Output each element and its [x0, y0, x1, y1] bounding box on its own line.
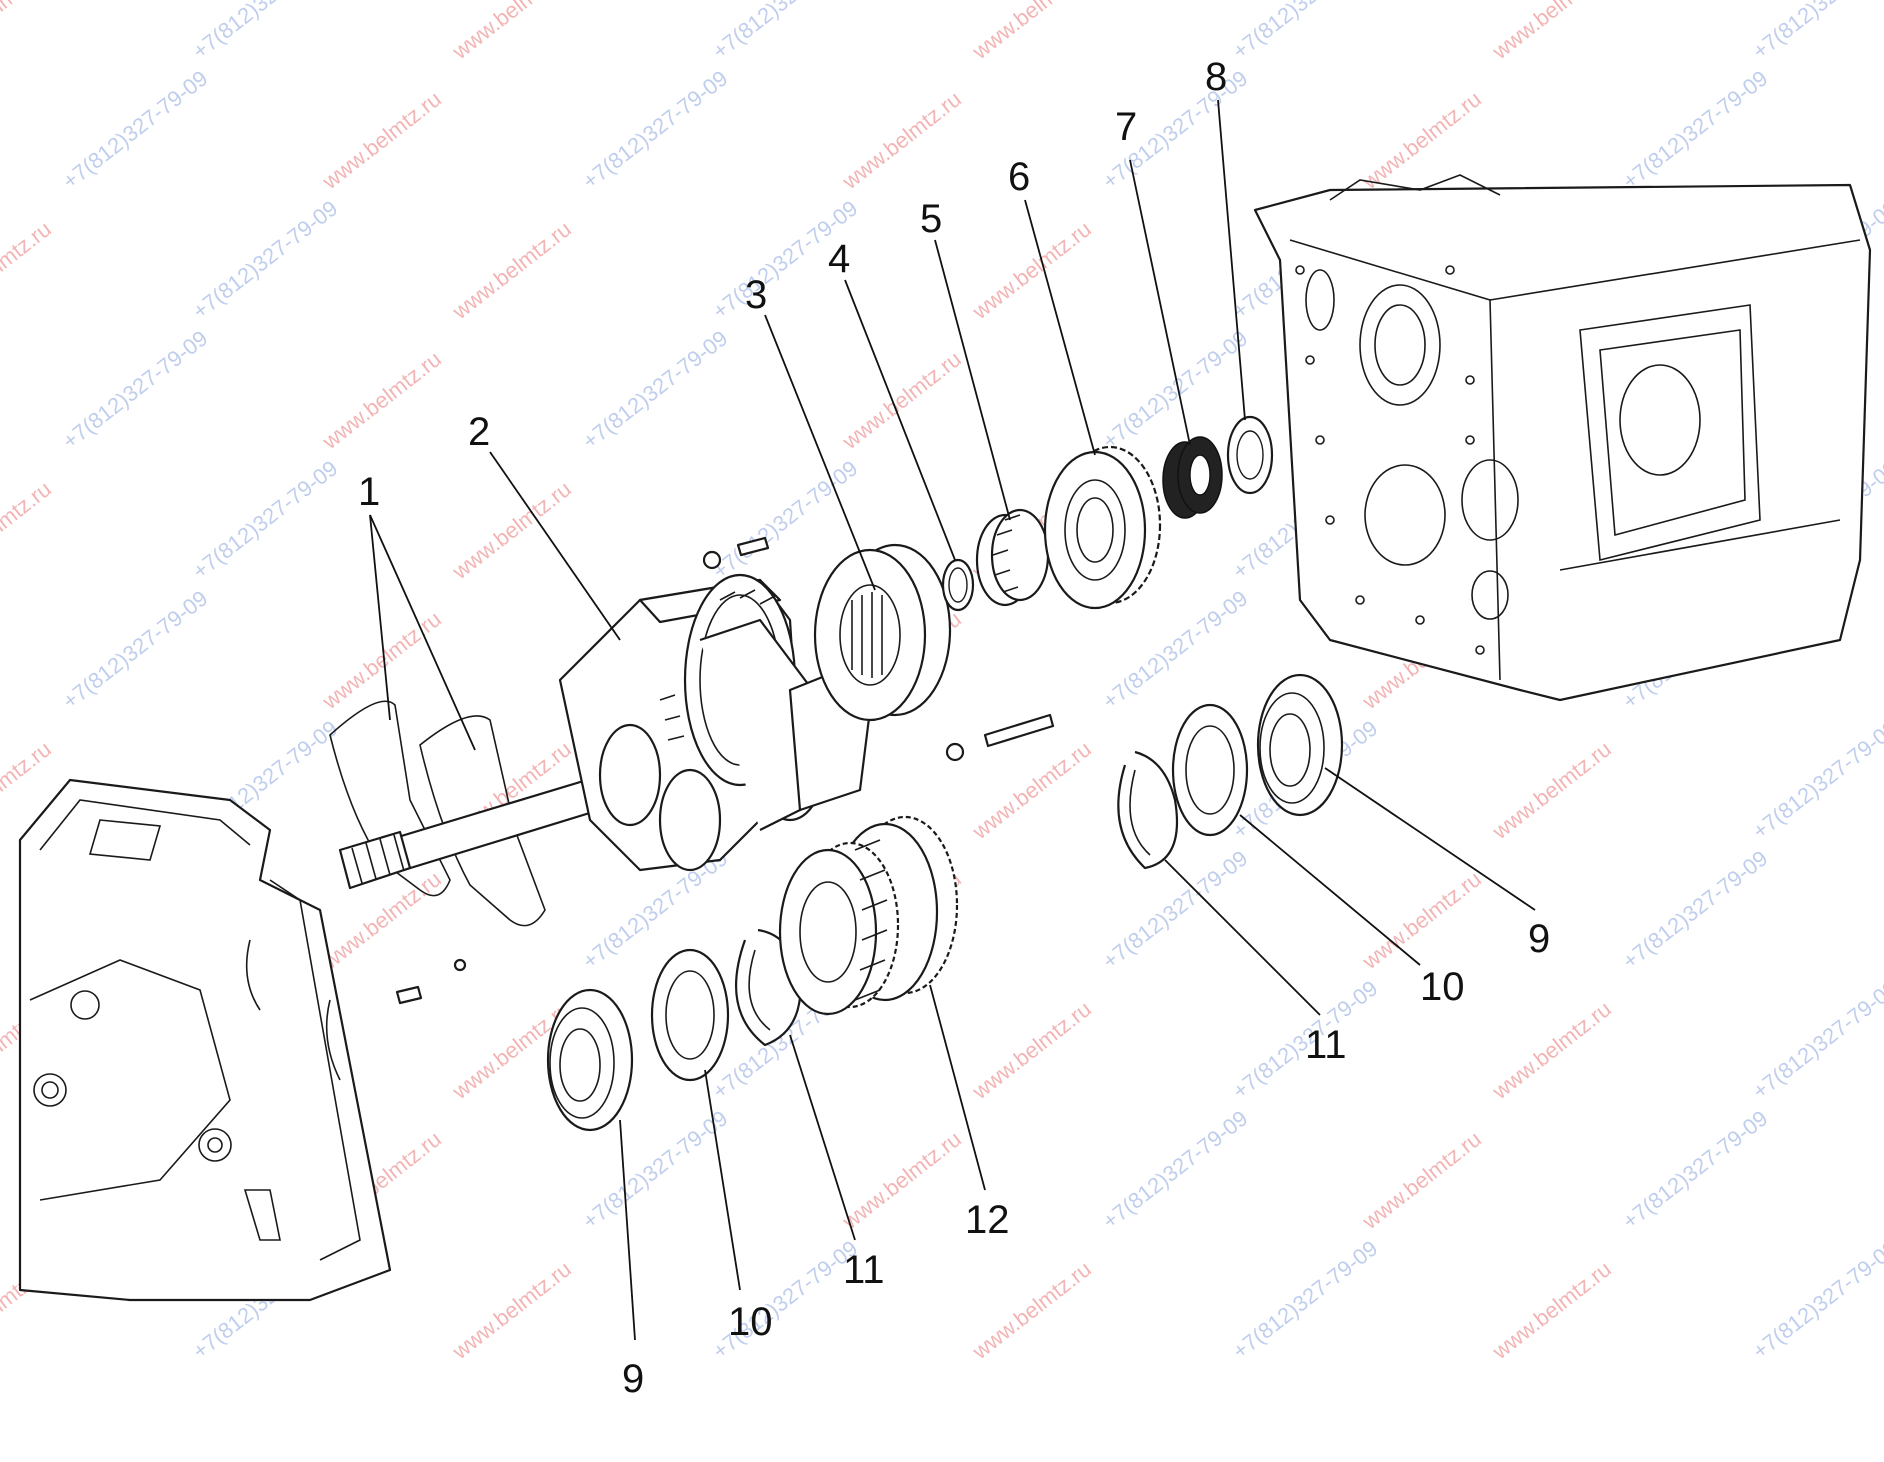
part-11-snap-ring-right — [1117, 750, 1179, 870]
small-fasteners — [395, 536, 1055, 1005]
part-7-needle-bearing — [1162, 436, 1223, 519]
watermark-text: www.belmtz.ru — [1357, 866, 1486, 974]
watermark-text: www.belmtz.ru — [0, 476, 56, 584]
watermark-text: +7(812)327-79-09 — [1748, 1235, 1884, 1364]
leader-lines — [369, 99, 1536, 1341]
watermark-text: +7(812)327-79-09 — [1098, 1105, 1253, 1234]
watermark-text: www.belmtz.ru — [837, 1126, 966, 1234]
callout-2: 2 — [468, 410, 490, 454]
watermark-text: www.belmtz.ru — [967, 736, 1096, 844]
watermark-text: www.belmtz.ru — [447, 0, 576, 65]
input-shaft — [338, 768, 634, 890]
right-housing — [1253, 174, 1872, 702]
callout-3: 3 — [745, 273, 767, 317]
part-4-snap-ring — [941, 558, 975, 612]
watermark-text: www.belmtz.ru — [967, 0, 1096, 65]
part-8-washer — [1226, 415, 1274, 495]
watermark-text: www.belmtz.ru — [0, 216, 56, 324]
watermark-text: www.belmtz.ru — [317, 866, 446, 974]
callout-labels: 1 2 3 4 5 6 7 8 9 10 11 9 10 11 12 — [358, 55, 1550, 1401]
callout-7: 7 — [1115, 105, 1137, 149]
watermark-text: www.belmtz.ru — [967, 1256, 1096, 1364]
watermark-text: www.belmtz.ru — [317, 346, 446, 454]
watermark-text: www.belmtz.ru — [447, 476, 576, 584]
part-12-double-gear — [778, 815, 959, 1016]
watermark-text: www.belmtz.ru — [967, 216, 1096, 324]
callout-6: 6 — [1008, 155, 1030, 199]
part-2-reduction-gear-assembly — [558, 573, 872, 872]
watermark-text: +7(812)327-79-09 — [58, 585, 213, 714]
part-6-gear — [1043, 445, 1162, 610]
part-9-bearing-right — [1256, 673, 1344, 817]
watermark-text: www.belmtz.ru — [837, 346, 966, 454]
callout-11-right: 11 — [1305, 1023, 1347, 1067]
watermark-text: +7(812)327-79-09 — [58, 325, 213, 454]
watermark-text: +7(812)327-79-09 — [1748, 975, 1884, 1104]
callout-10-left: 10 — [728, 1300, 773, 1344]
callout-1: 1 — [358, 470, 380, 514]
watermark-text: +7(812)327-79-09 — [708, 0, 863, 64]
watermark-text: www.belmtz.ru — [967, 996, 1096, 1104]
watermark-text: www.belmtz.ru — [317, 86, 446, 194]
callout-12: 12 — [965, 1198, 1010, 1242]
part-9-bearing-left — [546, 988, 634, 1132]
part-10-washer-left — [650, 948, 730, 1082]
watermark-text: +7(812)327-79-09 — [188, 455, 343, 584]
watermark-text: +7(812)327-79-09 — [1098, 325, 1253, 454]
watermark-text: +7(812)327-79-09 — [1098, 585, 1253, 714]
watermark-text: +7(812)327-79-09 — [1618, 845, 1773, 974]
watermark-text: +7(812)327-79-09 — [188, 0, 343, 64]
watermark-text: www.belmtz.ru — [1487, 996, 1616, 1104]
watermark-text: +7(812)327-79-09 — [188, 195, 343, 324]
watermark-text: www.belmtz.ru — [1487, 736, 1616, 844]
callout-10-right: 10 — [1420, 965, 1465, 1009]
watermark-text: www.belmtz.ru — [447, 216, 576, 324]
watermark-text: +7(812)327-79-09 — [578, 65, 733, 194]
watermark-text: +7(812)327-79-09 — [1618, 1105, 1773, 1234]
callout-11-left: 11 — [843, 1248, 885, 1292]
watermark-text: www.belmtz.ru — [837, 86, 966, 194]
watermark-text: +7(812)327-79-09 — [1748, 0, 1884, 64]
watermark-text: +7(812)327-79-09 — [1228, 1235, 1383, 1364]
callout-5: 5 — [920, 197, 942, 241]
callout-8: 8 — [1205, 55, 1227, 99]
watermark-text: www.belmtz.ru — [1487, 0, 1616, 65]
part-5-needle-bearing — [975, 508, 1050, 607]
watermark-text: www.belmtz.ru — [1487, 1256, 1616, 1364]
watermark-text: +7(812)327-79-09 — [1748, 715, 1884, 844]
watermark-text: +7(812)327-79-09 — [1098, 845, 1253, 974]
callout-9-right: 9 — [1528, 917, 1550, 961]
watermark-text: +7(812)327-79-09 — [1618, 65, 1773, 194]
watermark-text: www.belmtz.ru — [447, 1256, 576, 1364]
watermark-text: www.belmtz.ru — [0, 0, 56, 65]
left-housing — [18, 778, 392, 1302]
part-1-gaskets — [329, 700, 546, 927]
watermark-text: +7(812)327-79-09 — [578, 325, 733, 454]
watermark-text: +7(812)327-79-09 — [1228, 0, 1383, 64]
watermark-text: +7(812)327-79-09 — [58, 65, 213, 194]
part-3-synchronizer — [813, 543, 952, 722]
callout-9-left: 9 — [622, 1357, 644, 1401]
watermark-text: www.belmtz.ru — [1357, 1126, 1486, 1234]
part-10-washer-right — [1171, 703, 1249, 837]
callout-4: 4 — [828, 237, 850, 281]
